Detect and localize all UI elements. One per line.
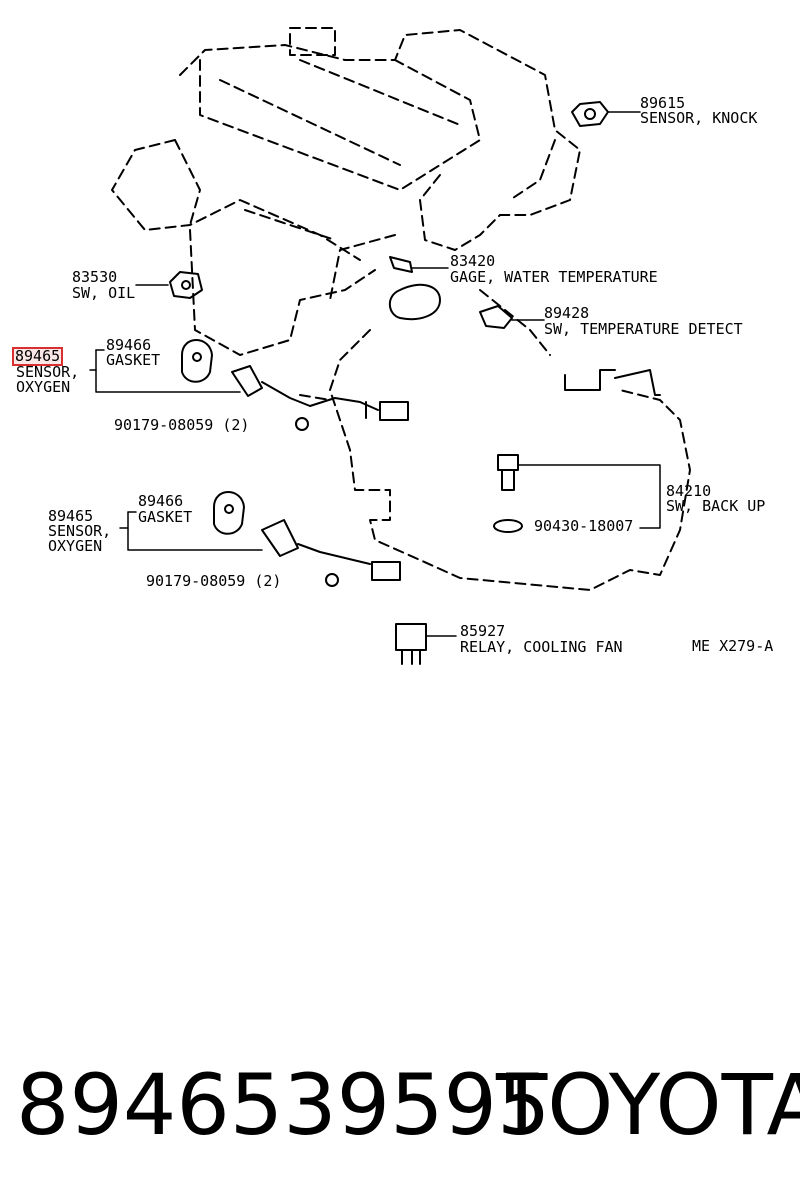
engine-frame	[388, 283, 661, 396]
knock-sensor-icon	[571, 101, 641, 127]
part-number: 8946539595	[16, 1056, 551, 1154]
oil-switch-icon	[135, 271, 203, 299]
knock-sensor-number: 89615	[640, 94, 686, 112]
backup-switch-number: 84210	[666, 482, 712, 500]
oxygen-sensor-top-name-line1: SENSOR,	[16, 363, 80, 381]
engine-outline	[111, 27, 691, 591]
knock-sensor-name: SENSOR, KNOCK	[640, 109, 758, 127]
oil-switch-number: 83530	[72, 268, 118, 286]
relay-icon	[395, 623, 457, 665]
gasket-top-icon	[89, 339, 241, 393]
relay-number: 85927	[460, 622, 506, 640]
gasket-top-number: 89466	[106, 336, 152, 354]
oxygen-sensor-top-icon	[231, 365, 409, 421]
oxygen-sensor-bot-number: 89465	[48, 507, 94, 525]
oil-switch-name: SW, OIL	[72, 284, 136, 302]
brand-name: TOYOTA	[496, 1056, 800, 1154]
oxygen-sensor-bot-icon	[261, 519, 401, 581]
water-temp-gage-number: 83420	[450, 252, 496, 270]
nut-top-icon	[295, 417, 309, 431]
engine-drawing	[89, 27, 691, 665]
temp-detect-switch-number: 89428	[544, 304, 590, 322]
reference-code: ME X279-A	[692, 637, 774, 655]
gasket-bot-name: GASKET	[138, 508, 193, 526]
gasket-bot-icon	[119, 491, 263, 551]
relay-name: RELAY, COOLING FAN	[460, 638, 623, 656]
washer-label: 90430-18007	[534, 517, 634, 535]
gasket-bot-number: 89466	[138, 492, 184, 510]
water-temp-gage-icon	[389, 256, 449, 273]
oxygen-sensor-top-name-line2: OXYGEN	[16, 378, 71, 396]
water-temp-gage-name: GAGE, WATER TEMPERATURE	[450, 268, 658, 286]
oxygen-sensor-bot-name-line2: OXYGEN	[48, 537, 103, 555]
gasket-top-name: GASKET	[106, 351, 161, 369]
nut-top-label: 90179-08059 (2)	[114, 416, 250, 434]
temp-detect-switch-name: SW, TEMPERATURE DETECT	[544, 320, 743, 338]
nut-bot-icon	[325, 573, 339, 587]
oxygen-sensor-bot-name-line1: SENSOR,	[48, 522, 112, 540]
backup-switch-name: SW, BACK UP	[666, 497, 766, 515]
nut-bot-label: 90179-08059 (2)	[146, 572, 282, 590]
footer-caption: 8946539595 TOYOTA	[0, 1055, 800, 1165]
washer-icon	[493, 519, 523, 533]
parts-diagram: 89615 SENSOR, KNOCK 83420 GAGE, WATER TE…	[11, 27, 774, 665]
oxygen-sensor-top-number[interactable]: 89465	[11, 347, 64, 366]
temp-detect-switch-icon	[479, 305, 545, 329]
backup-switch-icon	[493, 454, 661, 533]
